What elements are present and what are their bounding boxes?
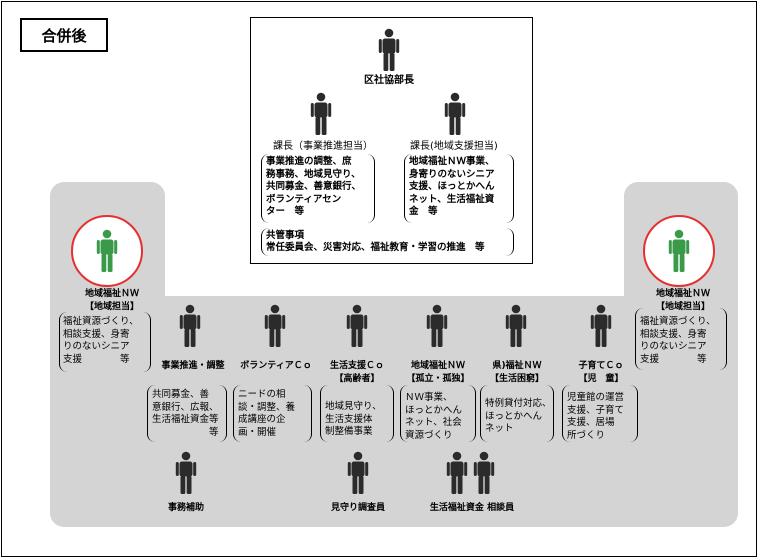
common-matters-bracket <box>261 228 514 256</box>
unit-isolation-person-icon <box>425 304 449 348</box>
left-nw-title: 地域福祉ＮＷ 【地域担当】 <box>84 289 139 312</box>
left-nw-person-icon <box>95 229 119 273</box>
unit-childcare-person-icon <box>589 304 613 348</box>
unit-isolation-title: 地域福祉ＮＷ 【孤立・孤独】 <box>406 361 470 384</box>
unit-volunteer-duties-bracket <box>233 385 312 442</box>
monitor-label: 見守り調査員 <box>330 503 386 513</box>
regional-chief-duties-bracket <box>404 154 514 223</box>
common-matters-body: 常任委員会、災害対応、福祉教育・学習の推進 等 <box>266 242 485 253</box>
common-matters-title: 共管事項 <box>266 230 305 241</box>
director-person-icon <box>377 28 401 72</box>
right-nw-duties: 福祉資源づくり、 相談支援、身寄 りのないシニア 支援 等 <box>640 316 716 365</box>
unit-life-support-duties: 地域見守り、 生活支援体 制整備事業 <box>325 401 382 437</box>
unit-poverty-duties: 特例貸付対応、 ほっとかへん ネット <box>485 398 552 434</box>
clerk-person-icon <box>174 451 198 495</box>
unit-business-title: 事業推進・調整 <box>161 361 225 371</box>
clerk-label: 事務補助 <box>167 503 205 513</box>
unit-life-support-duties-bracket <box>320 385 394 442</box>
unit-childcare-duties: 児童館の運営 支援、子育て 支援、居場 所づくり <box>567 392 625 441</box>
unit-business-duties-bracket <box>147 385 227 442</box>
business-chief-person-icon <box>309 92 333 136</box>
counselor-person-icon-2 <box>472 451 496 495</box>
director-label: 区社協部長 <box>364 75 414 86</box>
monitor-person-icon <box>346 451 370 495</box>
business-chief-duties: 事業推進の調整、庶 務事務、地域見守り、 共同募金、善意銀行、 ボランティアセン… <box>266 156 362 217</box>
right-nw-duties-bracket <box>635 308 727 370</box>
diagram-title: 合併後 <box>20 18 108 52</box>
right-nw-title: 地域福祉ＮＷ 【地域担当】 <box>655 289 710 312</box>
unit-poverty-duties-bracket <box>480 385 554 442</box>
unit-business-person-icon <box>178 304 202 348</box>
counselor-person-icon-1 <box>445 451 469 495</box>
unit-isolation-duties: ＮＷ事業、 ほっとかへん ネット、社会 資源づくり <box>405 392 463 441</box>
business-chief-duties-bracket <box>261 154 375 223</box>
bottom-panel <box>50 296 738 527</box>
left-nw-duties-bracket <box>59 312 151 372</box>
regional-chief-duties: 地域福祉ＮＷ事業、 身寄りのないシニア 支援、ほっとかへん ネット、生活福祉資 … <box>409 156 495 217</box>
business-chief-title: 課長（事業推進担当） <box>273 141 373 152</box>
unit-volunteer-duties: ニードの相 談・調整、養 成講座の企 画・開催 <box>238 389 296 438</box>
right-nw-person-icon <box>667 229 691 273</box>
left-nw-duties: 福祉資源づくり、 相談支援、身寄 りのないシニア 支援 等 <box>63 316 139 365</box>
regional-chief-person-icon <box>443 92 467 136</box>
unit-isolation-duties-bracket <box>400 385 476 442</box>
unit-volunteer-person-icon <box>263 304 287 348</box>
unit-poverty-person-icon <box>504 304 528 348</box>
unit-life-support-person-icon <box>345 304 369 348</box>
unit-poverty-title: 県)福祉ＮＷ 【生活困窮】 <box>489 361 544 384</box>
counselor-label: 生活福祉資金 相談員 <box>429 503 515 513</box>
unit-life-support-title: 生活支援Ｃｏ 【高齢者】 <box>329 361 384 384</box>
unit-childcare-duties-bracket <box>562 385 638 442</box>
unit-business-duties: 共同募金、善 意銀行、広報、 生活福祉資金等 等 <box>152 389 219 438</box>
regional-chief-title: 課長(地域支援担当) <box>410 141 498 152</box>
unit-childcare-title: 子育てＣｏ 【児 童】 <box>578 361 624 384</box>
unit-volunteer-title: ボランティアＣｏ <box>240 361 312 371</box>
